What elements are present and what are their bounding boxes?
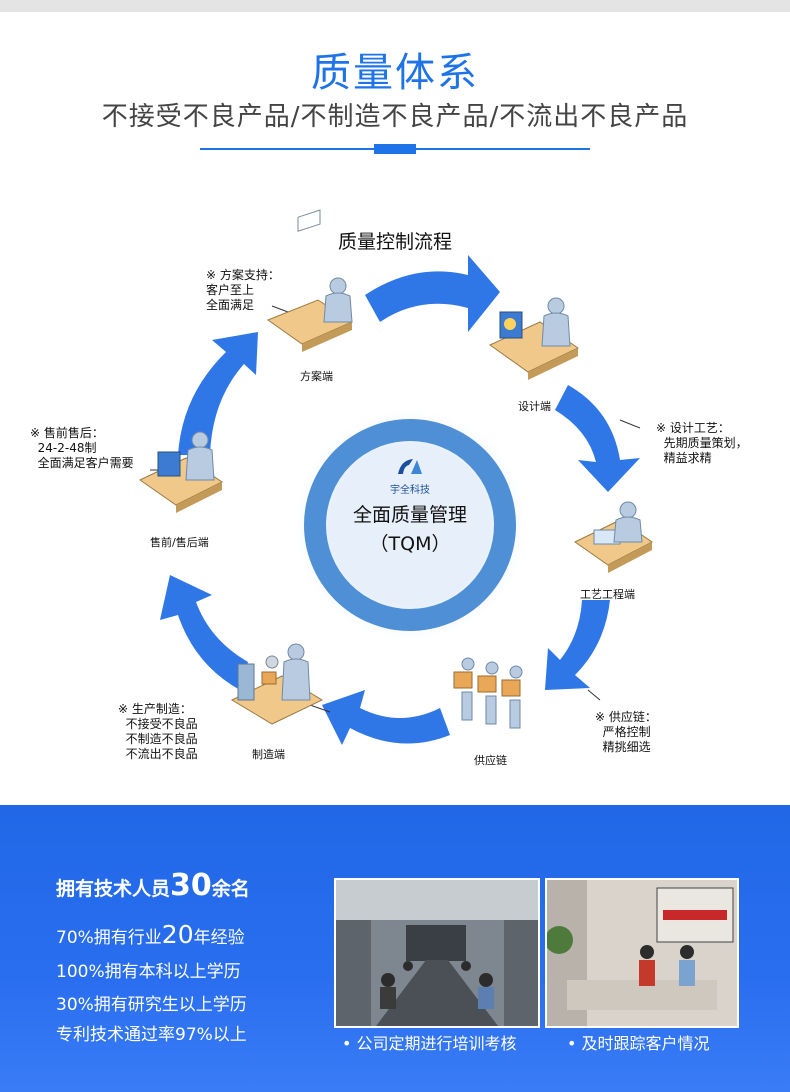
logo-text: 宇全科技 xyxy=(390,485,430,496)
note-aftersales: ※ 售前售后： 24-2-48制 全面满足客户需要 xyxy=(30,426,134,470)
arrow-5 xyxy=(160,575,248,690)
team-stat-experience-prefix: 70%拥有行业 xyxy=(56,928,162,948)
pointer-5 xyxy=(309,704,331,713)
logo-icon xyxy=(398,459,422,474)
caption-training: • 公司定期进行培训考核 xyxy=(342,1034,517,1053)
ring-glow xyxy=(295,410,525,640)
tqm-abbr: （TQM） xyxy=(369,533,451,555)
node-label-design: 设计端 xyxy=(518,400,551,413)
caption-customer-visit: • 及时跟踪客户情况 xyxy=(567,1034,710,1053)
note-supply: ※ 供应链： 严格控制 精挑细选 xyxy=(595,710,657,754)
tqm-center: 宇全科技 全面质量管理 （TQM） xyxy=(295,420,525,640)
node-label-process: 工艺工程端 xyxy=(580,588,635,601)
photo-training xyxy=(334,878,540,1028)
team-headline: 拥有技术人员30余名 xyxy=(56,868,250,903)
team-stat-experience: 70%拥有行业20年经验 xyxy=(56,920,245,949)
flow-diagram xyxy=(139,209,653,745)
node-icon-design xyxy=(489,297,579,380)
team-stat-experience-number: 20 xyxy=(161,920,194,949)
note-manufacture: ※ 生产制造： 不接受不良品 不制造不良品 不流出不良品 xyxy=(118,702,198,761)
team-stat-experience-suffix: 年经验 xyxy=(193,928,245,948)
note-design: ※ 设计工艺： 先期质量策划， 精益求精 xyxy=(656,421,748,465)
arrow-3 xyxy=(545,600,610,690)
note-solution: ※ 方案支持： 客户至上 全面满足 xyxy=(206,268,280,312)
top-bar xyxy=(0,0,790,12)
title-divider-accent xyxy=(374,144,416,154)
team-headline-number: 30 xyxy=(170,868,212,903)
team-stat-patent: 专利技术通过率97%以上 xyxy=(56,1025,247,1045)
photo-customer-visit xyxy=(545,878,739,1028)
node-icon-solution xyxy=(266,209,354,352)
node-icon-aftersales xyxy=(139,431,223,513)
tqm-ring xyxy=(304,419,516,631)
arrow-1 xyxy=(365,255,500,332)
company-logo: 宇全科技 xyxy=(295,456,525,496)
pointer-2 xyxy=(619,419,641,429)
team-headline-suffix: 余名 xyxy=(211,878,250,900)
node-label-aftersales: 售前/售后端 xyxy=(150,536,209,549)
node-icon-process xyxy=(574,501,653,573)
arrow-6 xyxy=(178,332,258,455)
team-stat-bachelor: 100%拥有本科以上学历 xyxy=(56,962,241,982)
node-label-solution: 方案端 xyxy=(300,370,333,383)
flow-title: 质量控制流程 xyxy=(337,231,452,253)
tqm-title: 全面质量管理 xyxy=(352,504,467,526)
node-label-manufacture: 制造端 xyxy=(252,748,285,761)
team-stat-graduate: 30%拥有研究生以上学历 xyxy=(56,995,247,1015)
node-label-supply: 供应链 xyxy=(474,754,507,767)
arrow-4 xyxy=(322,690,450,745)
team-headline-prefix: 拥有技术人员 xyxy=(56,878,171,900)
page-subtitle: 不接受不良产品/不制造不良产品/不流出不良产品 xyxy=(101,102,689,132)
page-title: 质量体系 xyxy=(311,50,479,96)
pointer-4 xyxy=(587,689,601,701)
arrow-2 xyxy=(555,385,640,492)
node-icon-manufacture xyxy=(230,643,324,725)
customer-visit-illustration xyxy=(547,880,737,1026)
node-icon-supply xyxy=(453,657,523,729)
training-illustration xyxy=(336,880,538,1026)
pointer-1 xyxy=(271,305,289,313)
